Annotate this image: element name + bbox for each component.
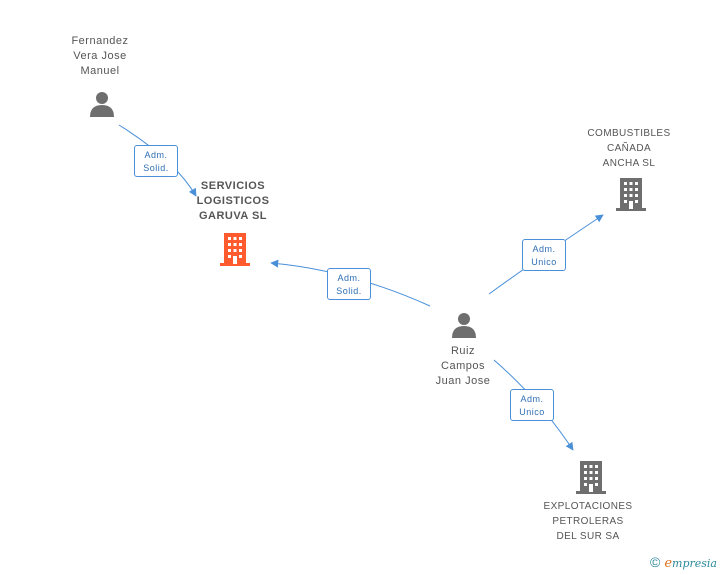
edge-label-adm-solid: Adm. Solid.	[327, 268, 371, 300]
brand-initial: e	[664, 556, 673, 571]
node-label-explotaciones[interactable]: EXPLOTACIONES PETROLERAS DEL SUR SA	[543, 501, 633, 542]
building-icon[interactable]	[219, 231, 251, 267]
node-label-servicios[interactable]: SERVICIOS LOGISTICOS GARUVA SL	[196, 180, 270, 222]
copyright-symbol: ©	[650, 554, 661, 570]
edge-label-line2: Solid.	[143, 163, 169, 173]
person-icon[interactable]	[87, 89, 117, 119]
edge-label-adm-solid: Adm. Solid.	[134, 145, 178, 177]
node-label-combustibles[interactable]: COMBUSTIBLES CAÑADA ANCHA SL	[587, 128, 671, 169]
building-icon[interactable]	[615, 176, 647, 212]
edge-label-line1: Adm.	[532, 244, 556, 254]
edge-label-line2: Solid.	[336, 286, 362, 296]
brand-name: mpresia	[672, 557, 717, 570]
edge-label-line1: Adm.	[144, 150, 168, 160]
edge-label-line2: Unico	[519, 407, 545, 417]
edge-label-line1: Adm.	[337, 273, 361, 283]
node-label-fernandez[interactable]: Fernandez Vera Jose Manuel	[71, 35, 129, 77]
edge-label-line1: Adm.	[520, 394, 544, 404]
edge-label-adm-unico: Adm. Unico	[522, 239, 566, 271]
building-icon[interactable]	[575, 459, 607, 495]
empresia-logo: ©empresia	[650, 554, 717, 571]
node-label-ruiz[interactable]: Ruiz Campos Juan Jose	[435, 345, 491, 387]
person-icon[interactable]	[449, 310, 479, 340]
edge-label-line2: Unico	[531, 257, 557, 267]
edge-label-adm-unico: Adm. Unico	[510, 389, 554, 421]
